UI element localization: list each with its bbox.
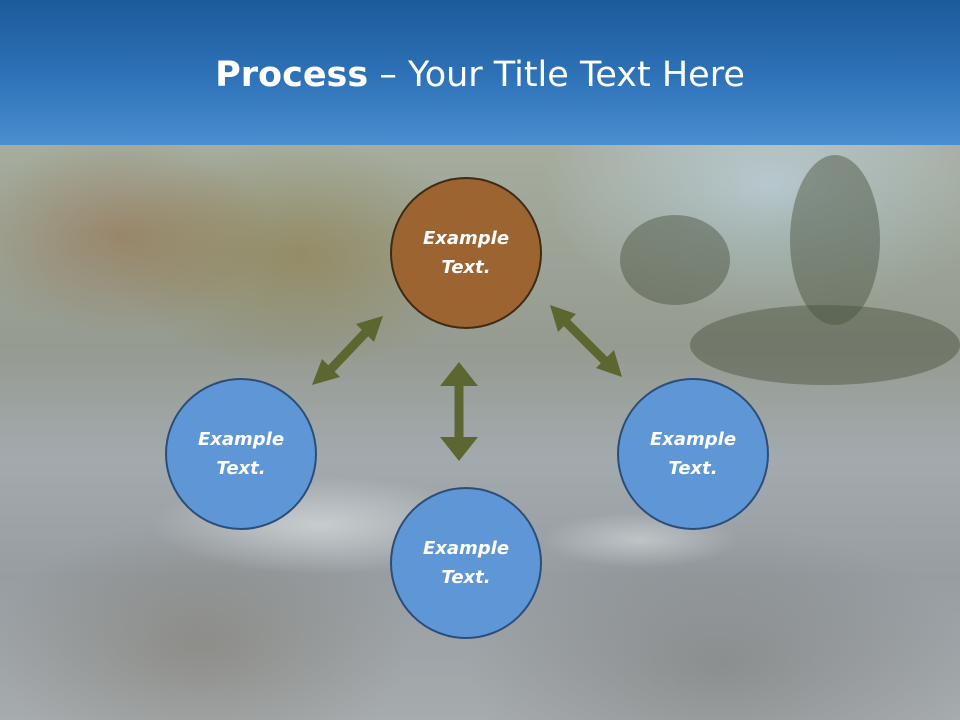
double-arrow-top-right <box>550 305 622 377</box>
node-label: Example Text. <box>633 425 753 483</box>
tree-shape <box>620 215 730 305</box>
node-label: Example Text. <box>181 425 301 483</box>
process-node-left[interactable]: Example Text. <box>165 378 317 530</box>
node-label: Example Text. <box>406 224 526 282</box>
node-text-line1: Example <box>649 429 737 450</box>
node-text-line1: Example <box>197 429 285 450</box>
node-text-line2: Text. <box>216 458 266 479</box>
node-text-line2: Text. <box>441 257 491 278</box>
node-label: Example Text. <box>406 534 526 592</box>
double-arrow-top-left <box>312 316 383 385</box>
tree-shape <box>690 305 960 385</box>
tree-shape <box>790 155 880 325</box>
process-node-bottom[interactable]: Example Text. <box>390 487 542 639</box>
title-bar: Process – Your Title Text Here <box>0 0 960 145</box>
node-text-line2: Text. <box>668 458 718 479</box>
node-text-line2: Text. <box>441 567 491 588</box>
double-arrow-vertical <box>440 362 478 461</box>
title-rest: – Your Title Text Here <box>368 55 745 95</box>
node-text-line1: Example <box>422 538 510 559</box>
node-text-line1: Example <box>422 228 510 249</box>
title-bold: Process <box>215 55 369 95</box>
sky-area <box>540 145 960 345</box>
process-node-top[interactable]: Example Text. <box>390 177 542 329</box>
slide-title: Process – Your Title Text Here <box>0 52 960 98</box>
process-node-right[interactable]: Example Text. <box>617 378 769 530</box>
